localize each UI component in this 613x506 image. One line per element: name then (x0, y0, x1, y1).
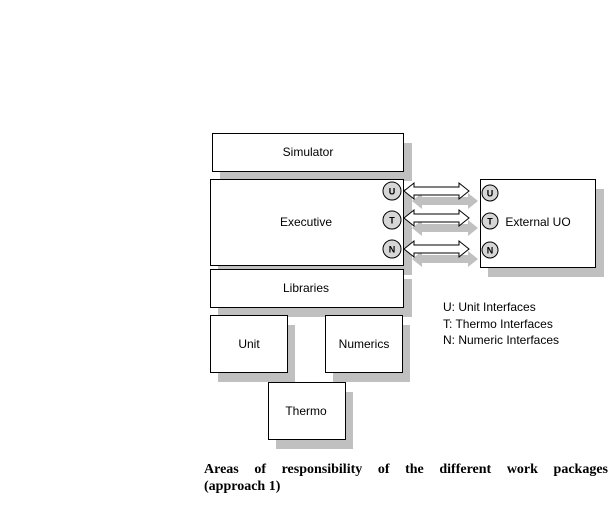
executive-n-label: N (389, 245, 396, 255)
caption-word: of (377, 462, 390, 477)
libraries-box (210, 269, 404, 308)
executive-interface-circles: U T N (382, 181, 402, 259)
caption-line-2: (approach 1) (204, 479, 281, 494)
external-n-circle (481, 241, 499, 259)
thermo-box (268, 382, 346, 440)
figure-caption: Areas of responsibility of the different… (204, 461, 608, 495)
caption-word: the (405, 462, 424, 477)
arrow-u (403, 181, 470, 201)
external-u-label: U (487, 189, 494, 199)
numerics-box (325, 315, 403, 373)
executive-label: Executive (280, 215, 332, 229)
unit-label: Unit (238, 337, 260, 351)
caption-line-1: Areas of responsibility of the different… (204, 461, 608, 478)
caption-word: Areas (204, 462, 239, 477)
unit-box (210, 315, 288, 373)
executive-u-label: U (389, 187, 396, 197)
external-u-circle (481, 184, 499, 202)
arrow-t (403, 208, 470, 228)
simulator-box (212, 133, 404, 172)
legend-item-t: T: Thermo Interfaces (443, 316, 553, 331)
arrow-n (403, 239, 470, 259)
simulator-label: Simulator (283, 145, 334, 159)
external-uo-label: External UO (505, 215, 570, 229)
external-uo-box (480, 179, 596, 268)
libraries-label: Libraries (283, 281, 329, 295)
box-labels: Simulator Executive Libraries Unit Numer… (238, 145, 570, 418)
legend: U: Unit Interfaces T: Thermo Interfaces … (443, 299, 559, 349)
boxes (210, 133, 596, 440)
external-t-circle (481, 212, 499, 230)
caption-word: different (439, 462, 492, 477)
caption-word: of (254, 462, 266, 477)
caption-word: packages (553, 462, 608, 477)
external-interface-circles: U T N (481, 184, 499, 259)
executive-t-label: T (389, 216, 395, 226)
external-n-label: N (487, 246, 494, 256)
executive-n-circle (382, 239, 402, 259)
thermo-label: Thermo (285, 404, 327, 418)
external-t-label: T (487, 217, 493, 227)
executive-box (210, 179, 404, 266)
legend-item-u: U: Unit Interfaces (443, 300, 536, 314)
caption-word: work (506, 462, 538, 477)
numerics-label: Numerics (339, 337, 390, 351)
interface-arrows (403, 181, 470, 259)
executive-t-circle (382, 210, 402, 230)
legend-item-n: N: Numeric Interfaces (443, 333, 560, 347)
caption-word: responsibility (281, 462, 363, 477)
executive-u-circle (382, 181, 402, 201)
